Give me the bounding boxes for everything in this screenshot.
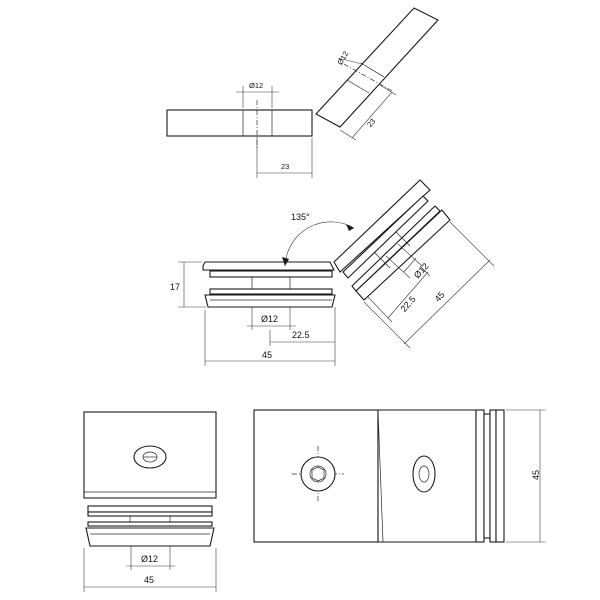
screw-head-front [300, 456, 336, 492]
side-hole-label: Ø12 [141, 554, 158, 564]
angle-arc [284, 221, 355, 267]
gasket-angled-body [315, 7, 439, 128]
slot-line [373, 251, 391, 269]
arrow-head [282, 257, 289, 266]
inner-plate-left [209, 270, 333, 278]
dim-ext [419, 265, 431, 277]
offset-label-left: 22.5 [292, 330, 310, 340]
top-plate-left [202, 261, 335, 271]
dim-ext [339, 129, 357, 141]
front-view: 45 [253, 409, 546, 543]
lower-plate-right [351, 205, 441, 292]
gasket-straight-hole-label: Ø12 [249, 81, 263, 90]
hole-label-right: Ø12 [412, 261, 431, 280]
dim-line [387, 271, 429, 319]
side-width-label: 45 [144, 575, 154, 585]
hole-centerline [343, 63, 395, 93]
dim-ext [379, 84, 397, 96]
dim-ext [363, 301, 411, 349]
hole-label-left: Ø12 [261, 314, 278, 324]
dim-ext [397, 243, 423, 267]
base-plate-right [355, 209, 451, 301]
hole-edge [360, 62, 385, 78]
side-base [85, 527, 215, 547]
lower-plate-left [209, 288, 333, 295]
arrow-head [346, 224, 354, 231]
gasket-straight-length-label: 23 [281, 162, 289, 171]
dim-ext [449, 221, 495, 267]
top-plate-right [333, 179, 431, 273]
gasket-angled-hole-label: Ø12 [335, 50, 350, 67]
clamp-plate-3 [87, 521, 213, 527]
clamp-plate-2 [87, 511, 213, 517]
gasket-straight-body [166, 109, 313, 137]
gasket-angled-length-label: 23 [365, 117, 377, 129]
width-label-right: 45 [432, 290, 446, 304]
hex-shape [311, 466, 325, 482]
clamp-plate-1 [87, 505, 213, 513]
panel-seam [377, 409, 384, 543]
width-label-left: 45 [262, 350, 272, 360]
dim-line [403, 259, 491, 345]
side-view: Ø12 45 [83, 411, 217, 592]
hex-socket-icon [309, 465, 327, 483]
clamp-strip-1 [475, 409, 485, 543]
height-label: 17 [170, 282, 180, 292]
dim-ext [385, 255, 411, 279]
hole-edge [346, 79, 370, 94]
base-plate-left [204, 294, 336, 308]
clamp-strip-2 [483, 413, 491, 539]
slot-line [395, 231, 411, 247]
dim-line [337, 57, 363, 65]
inner-plate-right [342, 195, 429, 279]
angle-label: 135° [291, 212, 310, 222]
hex-socket-icon [418, 465, 430, 483]
clamp-strip-4 [495, 409, 505, 543]
dim-line [403, 257, 417, 273]
screw-head-angled [412, 455, 436, 493]
offset-label-right: 22.5 [398, 294, 417, 314]
top-view: 135° 17 Ø12 22.5 45 Ø12 22.5 [170, 179, 495, 366]
dim-line [351, 91, 393, 139]
gasket-angled-view: Ø12 23 [315, 7, 439, 141]
gasket-straight-view: Ø12 23 [166, 81, 313, 178]
clamp-strip-3 [489, 409, 497, 543]
front-height-label: 45 [531, 470, 541, 480]
